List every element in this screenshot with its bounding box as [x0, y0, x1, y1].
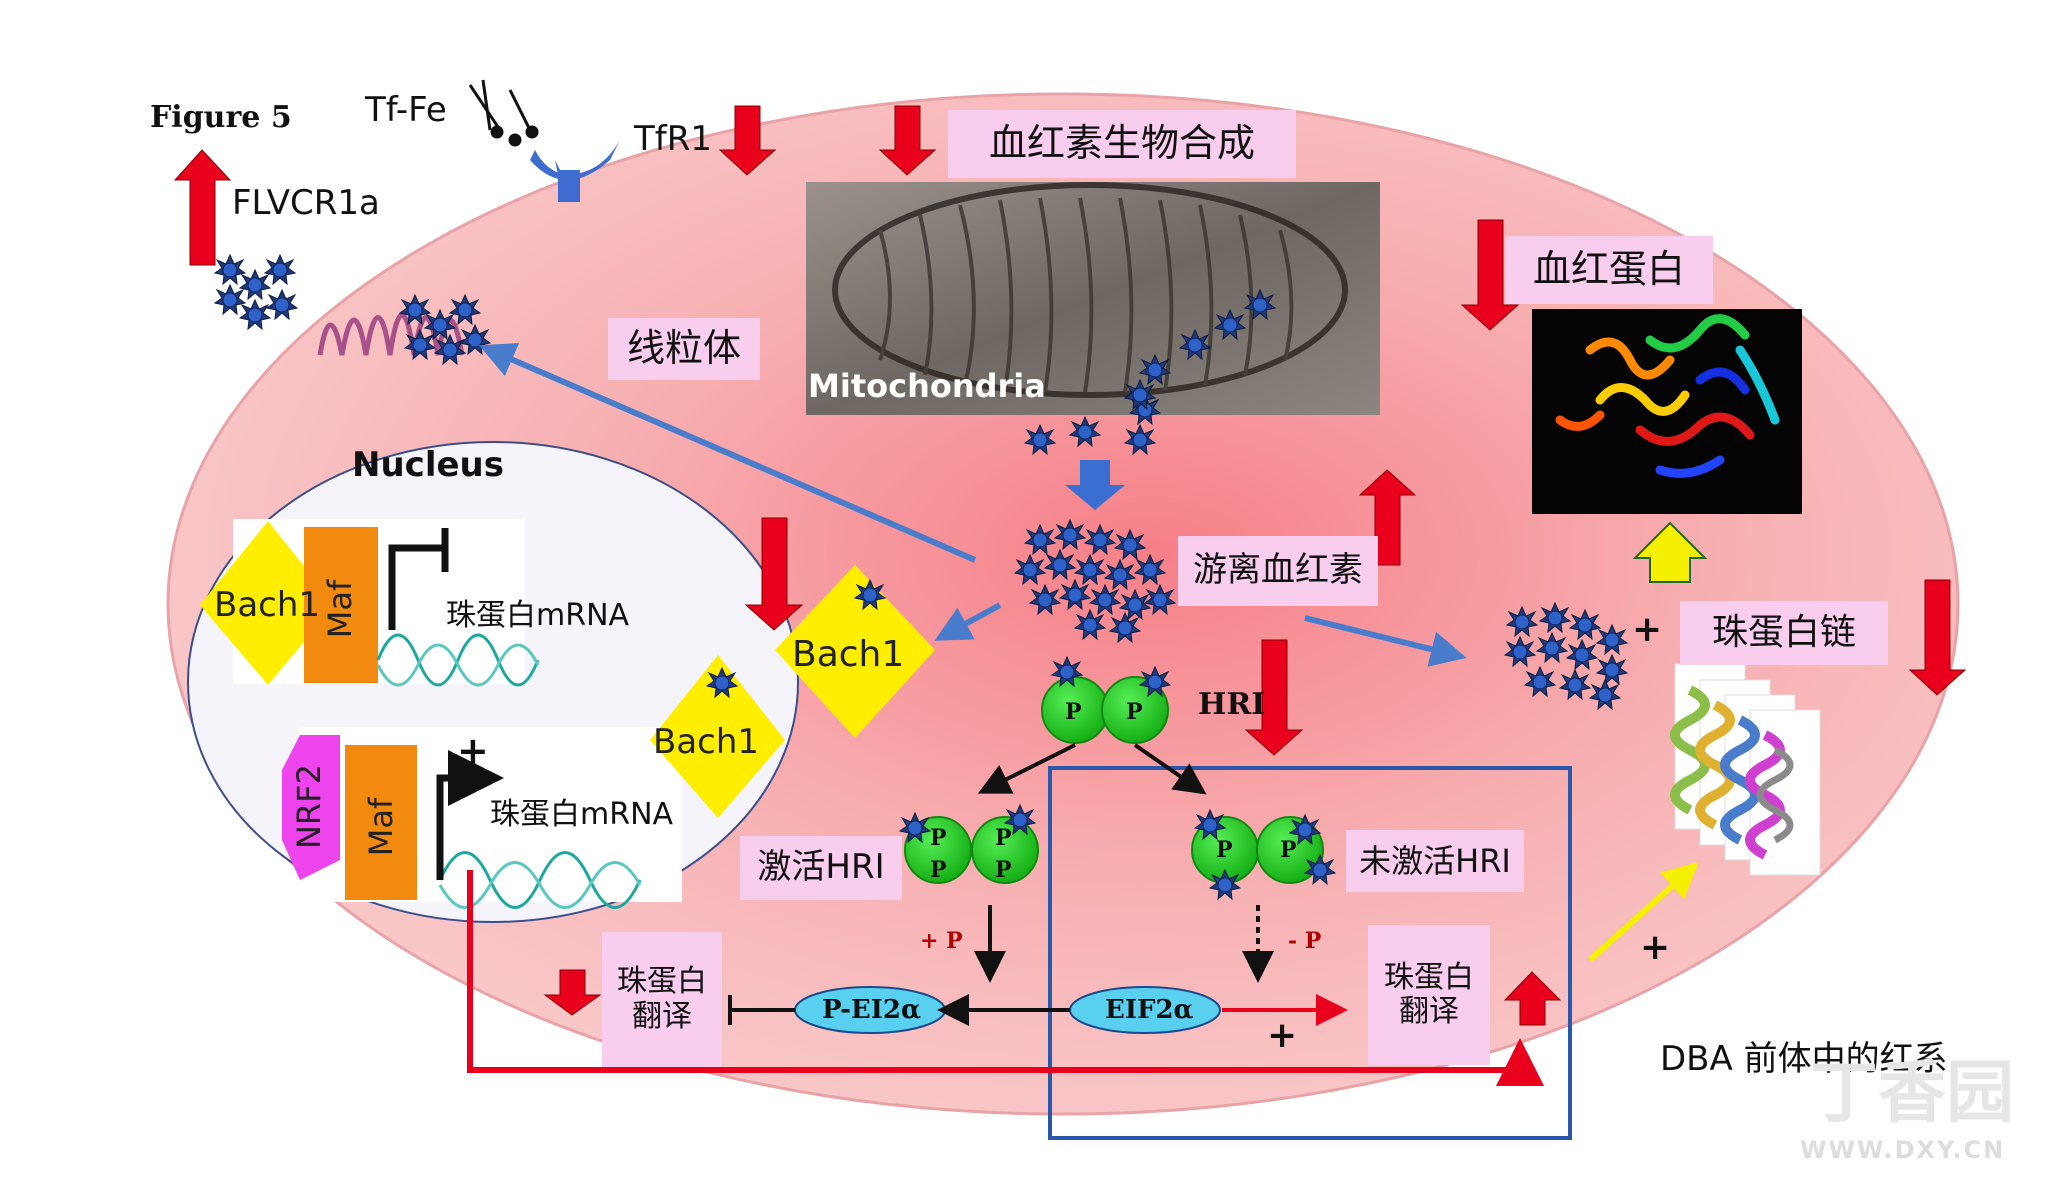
flvcr1a-transporter [317, 312, 465, 356]
hri-dimer-active [904, 816, 1039, 884]
maf-box-gene1 [304, 527, 378, 683]
yellow-plus-sign: + [1640, 927, 1671, 968]
svg-text:P: P [995, 825, 1012, 851]
hemoglobin-ribbons [1555, 314, 1780, 478]
globin-translation-right-line1: 珠蛋白 [1384, 959, 1474, 995]
blue-arrows [478, 343, 1467, 667]
svg-text:P: P [995, 857, 1012, 883]
maf-gene1-label: Maf [321, 579, 359, 639]
nucleus-to-translation-line [467, 870, 1544, 1086]
mrna-gene2-label: 珠蛋白mRNA [490, 797, 674, 832]
p-eif2a-label: P-EI2α [822, 995, 921, 1025]
figure-label: Figure 5 [150, 100, 292, 135]
heme-synthesis-box: 血红素生物合成 [948, 110, 1296, 178]
svg-text:P: P [1280, 837, 1297, 863]
globin-chain-helices [1670, 663, 1821, 876]
globin-chain-box: 珠蛋白链 [1680, 601, 1888, 665]
bach1-diamond-gene1 [200, 521, 335, 685]
mitochondria-label: Mitochondria [808, 367, 1046, 405]
globin-translation-right-box: 珠蛋白 翻译 [1368, 925, 1490, 1065]
globin-translation-right-line2: 翻译 [1399, 994, 1459, 1029]
black-connectors [728, 743, 1274, 1026]
tfr1-receptor [530, 140, 620, 202]
tfr1-label: TfR1 [634, 119, 712, 159]
minus-p-label: - P [1288, 928, 1322, 954]
hri-label: HRI [1198, 687, 1266, 722]
nucleus-title: Nucleus [352, 445, 504, 485]
flvcr1a-label: FLVCR1a [232, 183, 380, 223]
eif-plus-sign: + [1267, 1015, 1298, 1056]
maf-box-gene2 [345, 745, 417, 900]
bach1-nucleus-edge-label: Bach1 [653, 722, 760, 762]
chain-plus-sign: + [1632, 609, 1663, 650]
svg-text:P: P [1216, 837, 1233, 863]
mitochondria-cn-box: 线粒体 [608, 318, 760, 380]
bach1-gene1-label: Bach1 [214, 585, 321, 625]
nrf2-label: NRF2 [290, 764, 328, 849]
caption-text: DBA 前体中的红系 [1660, 1039, 1948, 1079]
svg-text:P: P [930, 857, 947, 883]
mitochondria-cristae [832, 182, 1348, 398]
repression-symbol [388, 528, 449, 630]
mito-down-blue-arrow [1065, 460, 1125, 510]
plus-p-label: + P [920, 928, 963, 954]
svg-text:P: P [1065, 699, 1082, 725]
tf-fe-label: Tf-Fe [365, 90, 447, 130]
eif2a-label: EIF2α [1105, 995, 1194, 1025]
globin-translation-left-line2: 翻译 [632, 998, 692, 1034]
inactive-hri-box: 未激活HRI [1346, 830, 1524, 892]
active-hri-box: 激活HRI [740, 836, 902, 900]
dna-gene1 [376, 633, 540, 687]
nrf2-pentagon [282, 735, 340, 880]
highlight-box [1048, 766, 1572, 1140]
bach1-diamond-nucleus-edge [650, 655, 785, 818]
hemoglobin-box: 血红蛋白 [1505, 236, 1713, 304]
svg-text:P: P [1126, 699, 1143, 725]
tf-fe-icon [468, 79, 539, 147]
activation-symbol [436, 750, 504, 880]
watermark-text: 丁香园 [1810, 1054, 2015, 1133]
globin-translation-left-box: 珠蛋白 翻译 [602, 932, 722, 1067]
bach1-diamond-free [775, 565, 935, 738]
free-heme-box: 游离血红素 [1178, 536, 1378, 606]
yellow-diagonal-arrow [1587, 861, 1699, 963]
maf-gene2-label: Maf [362, 797, 400, 857]
heme-cluster-flvcr [214, 254, 298, 330]
activation-plus: + [457, 729, 489, 773]
red-block-arrows [173, 105, 1967, 1026]
watermark-url: WWW.DXY.CN [1800, 1136, 2006, 1164]
globin-translation-left-line1: 珠蛋白 [617, 964, 707, 999]
mrna-gene1-label: 珠蛋白mRNA [446, 598, 630, 633]
yellow-up-arrow [1632, 521, 1708, 583]
svg-text:P: P [930, 825, 947, 851]
dna-gene2 [438, 851, 642, 909]
bach1-free-label: Bach1 [792, 634, 905, 675]
